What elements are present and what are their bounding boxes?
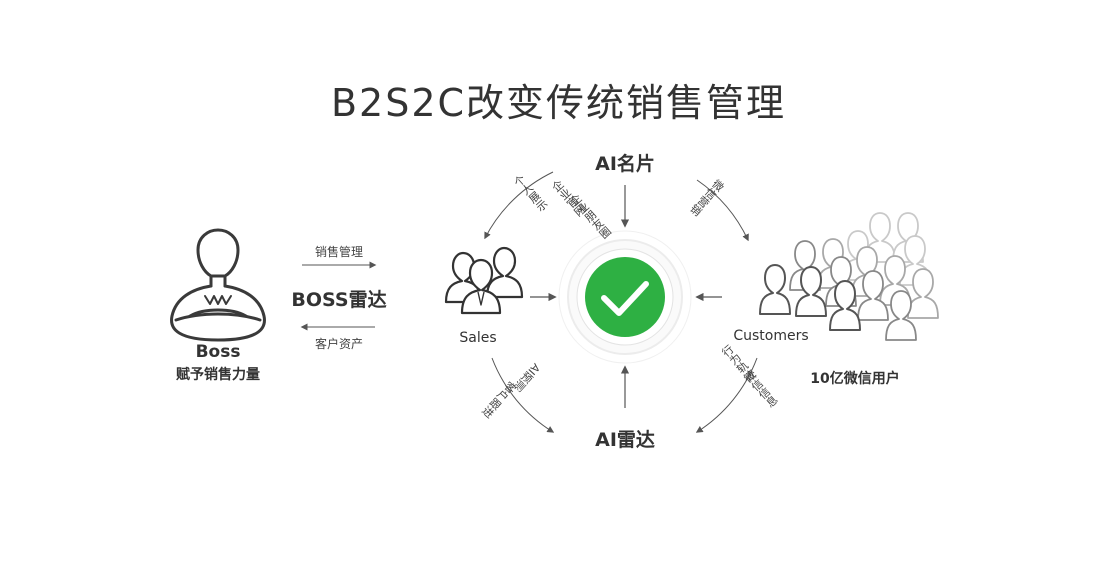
crowd-icon bbox=[759, 212, 939, 341]
arc-top-right bbox=[696, 179, 749, 242]
ai-card-label: AI名片 bbox=[595, 153, 655, 175]
check-icon bbox=[601, 281, 649, 316]
customer-assets-label: 客户资产 bbox=[314, 337, 363, 351]
boss-label: Boss bbox=[195, 342, 241, 362]
sales-label: Sales bbox=[459, 330, 497, 346]
arc-bottom-left bbox=[491, 357, 555, 433]
customers-label: Customers bbox=[733, 328, 809, 344]
customers-subtitle: 10亿微信用户 bbox=[810, 371, 900, 387]
sales-management-label: 销售管理 bbox=[314, 245, 363, 259]
arc-bottom-right bbox=[695, 357, 758, 433]
arc-top-left bbox=[484, 171, 554, 240]
boss-subtitle: 赋予销售力量 bbox=[176, 367, 260, 383]
ai-radar-label: AI雷达 bbox=[595, 429, 655, 451]
boss-radar-label: BOSS雷达 bbox=[291, 289, 387, 311]
check-badge bbox=[585, 257, 665, 337]
person-arms-crossed-icon bbox=[170, 228, 266, 342]
center-hub bbox=[558, 230, 692, 364]
sales-group-icon bbox=[444, 246, 524, 315]
page-title: B2S2C改变传统销售管理 bbox=[330, 81, 787, 125]
